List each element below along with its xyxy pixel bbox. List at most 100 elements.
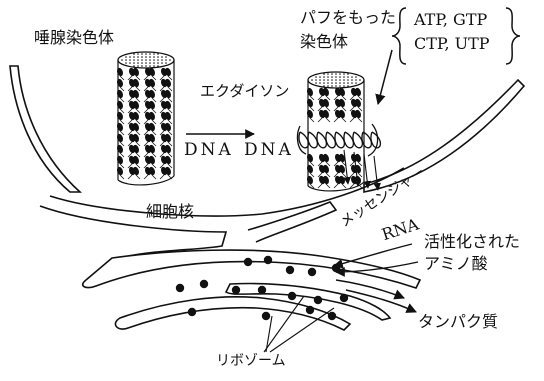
chromatin-band — [306, 98, 314, 108]
chromatin-dot — [153, 53, 155, 55]
chromatin-dot — [141, 59, 143, 61]
chromatin-dot — [331, 76, 333, 78]
chromatid-fiber — [160, 175, 164, 179]
chromatin-dot — [343, 85, 345, 87]
chromatin-dot — [323, 85, 325, 87]
chromatin-dot — [161, 62, 163, 64]
label-ecdysone: エクダイソン — [200, 84, 289, 99]
puff-loop — [299, 132, 308, 148]
chromatin-dot — [157, 56, 159, 58]
chromatin-dot — [149, 53, 151, 55]
chromatid-fiber — [318, 118, 322, 122]
chromatin-dot — [323, 82, 325, 84]
chromatin-band — [116, 122, 124, 132]
chromatin-band — [116, 111, 124, 121]
chromatin-dot — [335, 82, 337, 84]
chromatin-dot — [339, 85, 341, 87]
arrow-nucleotides-to-puff — [378, 50, 392, 104]
chromatin-dot — [355, 76, 357, 78]
puff-loop — [371, 132, 380, 148]
chromatin-dot — [339, 79, 341, 81]
chromatin-dot — [133, 62, 135, 64]
chromatin-dot — [327, 79, 329, 81]
puff-loop — [308, 132, 317, 148]
pore-channel — [248, 202, 336, 242]
chromatin-dot — [331, 79, 333, 81]
chromatin-band — [306, 164, 314, 174]
chromatin-band — [116, 89, 124, 99]
chromatin-band — [116, 100, 124, 110]
chromatin-dot — [125, 59, 127, 61]
chromatin-dot — [141, 62, 143, 64]
ribosome-dot — [314, 296, 322, 304]
label-ribosome: リボゾーム — [216, 354, 286, 368]
chromatin-dot — [149, 65, 151, 67]
chromatin-dot — [169, 59, 171, 61]
chromatin-dot — [339, 82, 341, 84]
chromatin-dot — [133, 59, 135, 61]
chromatid-fiber — [144, 175, 148, 179]
chromatin-dot — [323, 76, 325, 78]
chromatin-dot — [347, 73, 349, 75]
chromatin-dot — [141, 65, 143, 67]
chromatin-dot — [315, 76, 317, 78]
chromatin-dot — [149, 56, 151, 58]
chromatid-fiber — [326, 184, 330, 188]
chromatin-dot — [335, 76, 337, 78]
chromatin-dot — [157, 53, 159, 55]
chromatin-dot — [323, 79, 325, 81]
salivary-chromosome — [116, 52, 174, 185]
ribosome-dot — [176, 284, 184, 292]
chromatin-dot — [343, 76, 345, 78]
chromatin-dot — [319, 79, 321, 81]
chromatin-dot — [315, 79, 317, 81]
ribosome-pointer-3 — [266, 316, 272, 352]
label-nucleus: 細胞核 — [146, 204, 194, 220]
chromatin-dot — [335, 79, 337, 81]
chromatin-dot — [149, 59, 151, 61]
chromatin-band — [116, 166, 124, 176]
puff-loop — [362, 132, 371, 148]
chromatin-dot — [165, 62, 167, 64]
chromatin-dot — [347, 82, 349, 84]
label-dna-left: DNA — [184, 142, 234, 159]
chromatin-dot — [355, 79, 357, 81]
chromatid-fiber — [310, 118, 314, 122]
chromatin-dot — [121, 59, 123, 61]
chromatin-dot — [343, 73, 345, 75]
chromatin-dot — [129, 59, 131, 61]
chromatin-band — [116, 155, 124, 165]
ribosome-dot — [258, 286, 266, 294]
chromatin-dot — [133, 56, 135, 58]
chromatin-dot — [347, 76, 349, 78]
chromatin-dot — [141, 56, 143, 58]
chromatin-dot — [137, 59, 139, 61]
chromatin-dot — [153, 59, 155, 61]
chromatid-fiber — [136, 175, 140, 179]
chromatin-dot — [355, 82, 357, 84]
ribosome-dot — [288, 292, 296, 300]
chromatid-fiber — [152, 175, 156, 179]
chromatin-dot — [125, 62, 127, 64]
chromatin-dot — [137, 62, 139, 64]
puff-loop — [326, 132, 335, 148]
arrow-amino-acid-2 — [334, 244, 412, 266]
label-salivary-chromosome: 唾腺染色体 — [34, 30, 114, 46]
chromatin-dot — [347, 79, 349, 81]
chromatin-dot — [137, 53, 139, 55]
chromatin-dot — [351, 76, 353, 78]
chromatin-dot — [137, 65, 139, 67]
chromatin-dot — [327, 85, 329, 87]
chromatin-dot — [339, 76, 341, 78]
label-nucleotides-line2: CTP, UTP — [414, 36, 490, 52]
nuclear-envelope-left — [10, 66, 80, 192]
label-activated-line2: アミノ酸 — [424, 256, 488, 272]
chromatin-dot — [327, 73, 329, 75]
chromatin-band — [306, 87, 314, 97]
chromatin-dot — [347, 85, 349, 87]
chromatin-dot — [125, 56, 127, 58]
chromatin-dot — [331, 82, 333, 84]
chromatid-fiber — [318, 184, 322, 188]
chromatin-dot — [133, 53, 135, 55]
ribosome-dot — [244, 258, 252, 266]
